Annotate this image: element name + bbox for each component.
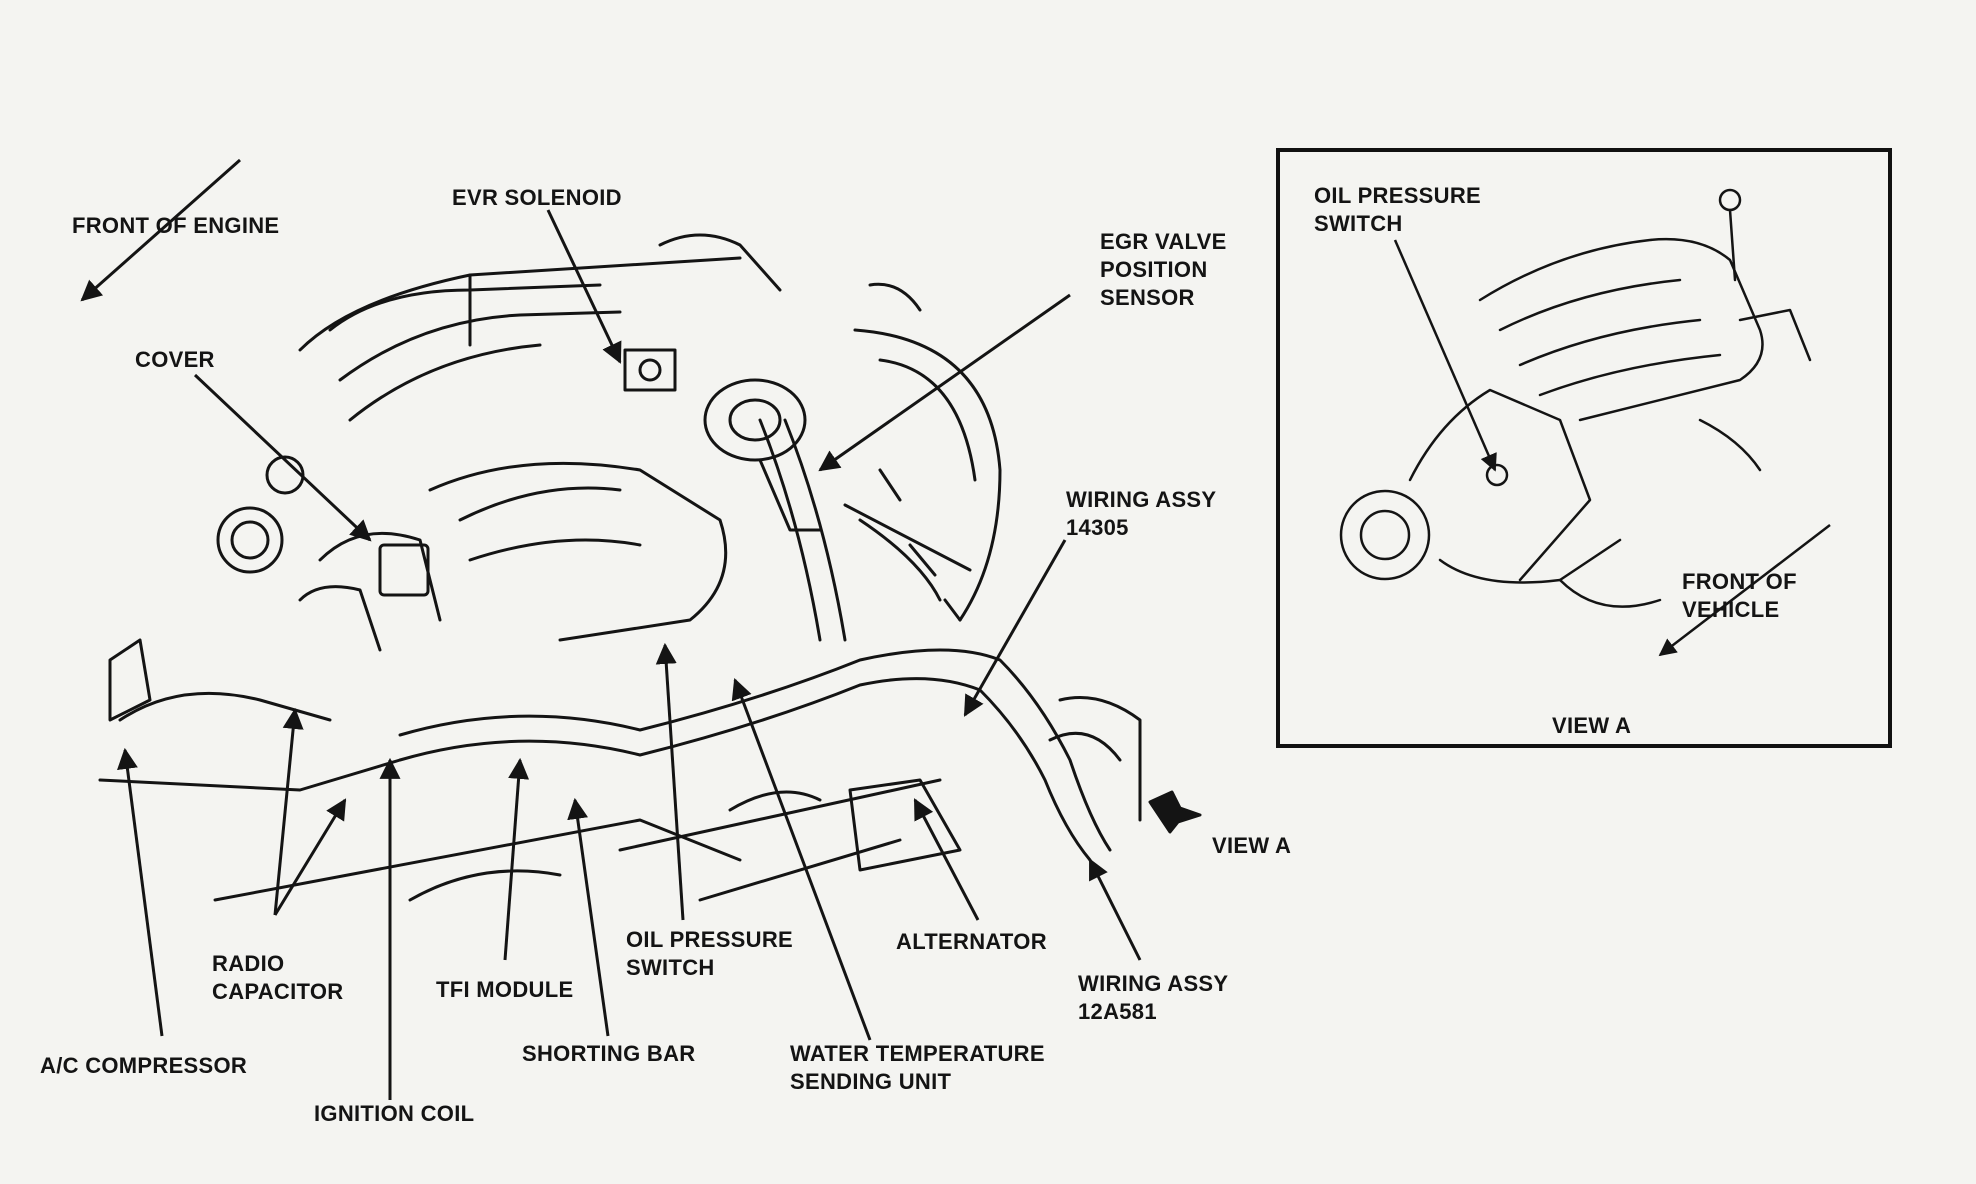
- radio-capacitor-label: RADIO CAPACITOR: [212, 951, 344, 1004]
- inset-engine-illustration: [1339, 188, 1812, 608]
- front-of-vehicle-label: FRONT OF VEHICLE: [1682, 569, 1797, 622]
- wiring-assy-14305-label: WIRING ASSY 14305: [1066, 487, 1217, 540]
- leader-lines: [117, 209, 1142, 1100]
- wiring-assy-12a581-label: WIRING ASSY 12A581: [1078, 971, 1229, 1024]
- evr-solenoid-label: EVR SOLENOID: [452, 185, 622, 210]
- view-a-pointer-label: VIEW A: [1212, 833, 1292, 858]
- cover-label: COVER: [135, 347, 215, 372]
- view-a-title: VIEW A: [1552, 713, 1632, 738]
- ignition-coil-label: IGNITION COIL: [314, 1101, 475, 1126]
- oil-pressure-switch-label: OIL PRESSURE SWITCH: [626, 927, 794, 980]
- egr-valve-position-sensor-label: EGR VALVE POSITION SENSOR: [1100, 229, 1227, 310]
- water-temperature-sending-unit-label: WATER TEMPERATURE SENDING UNIT: [790, 1041, 1045, 1094]
- tfi-module-label: TFI MODULE: [436, 977, 574, 1002]
- shorting-bar-label: SHORTING BAR: [522, 1041, 696, 1066]
- engine-body: [98, 233, 1202, 902]
- front-of-engine-label: FRONT OF ENGINE: [72, 213, 280, 238]
- front-of-engine-arrow: [80, 158, 241, 302]
- ac-compressor-label: A/C COMPRESSOR: [40, 1053, 248, 1078]
- inset-oil-pressure-switch-label: OIL PRESSURE SWITCH: [1314, 183, 1482, 236]
- alternator-label: ALTERNATOR: [896, 929, 1047, 954]
- view-a-inset: [1276, 148, 1892, 748]
- inset-leader-lines: [1393, 239, 1831, 657]
